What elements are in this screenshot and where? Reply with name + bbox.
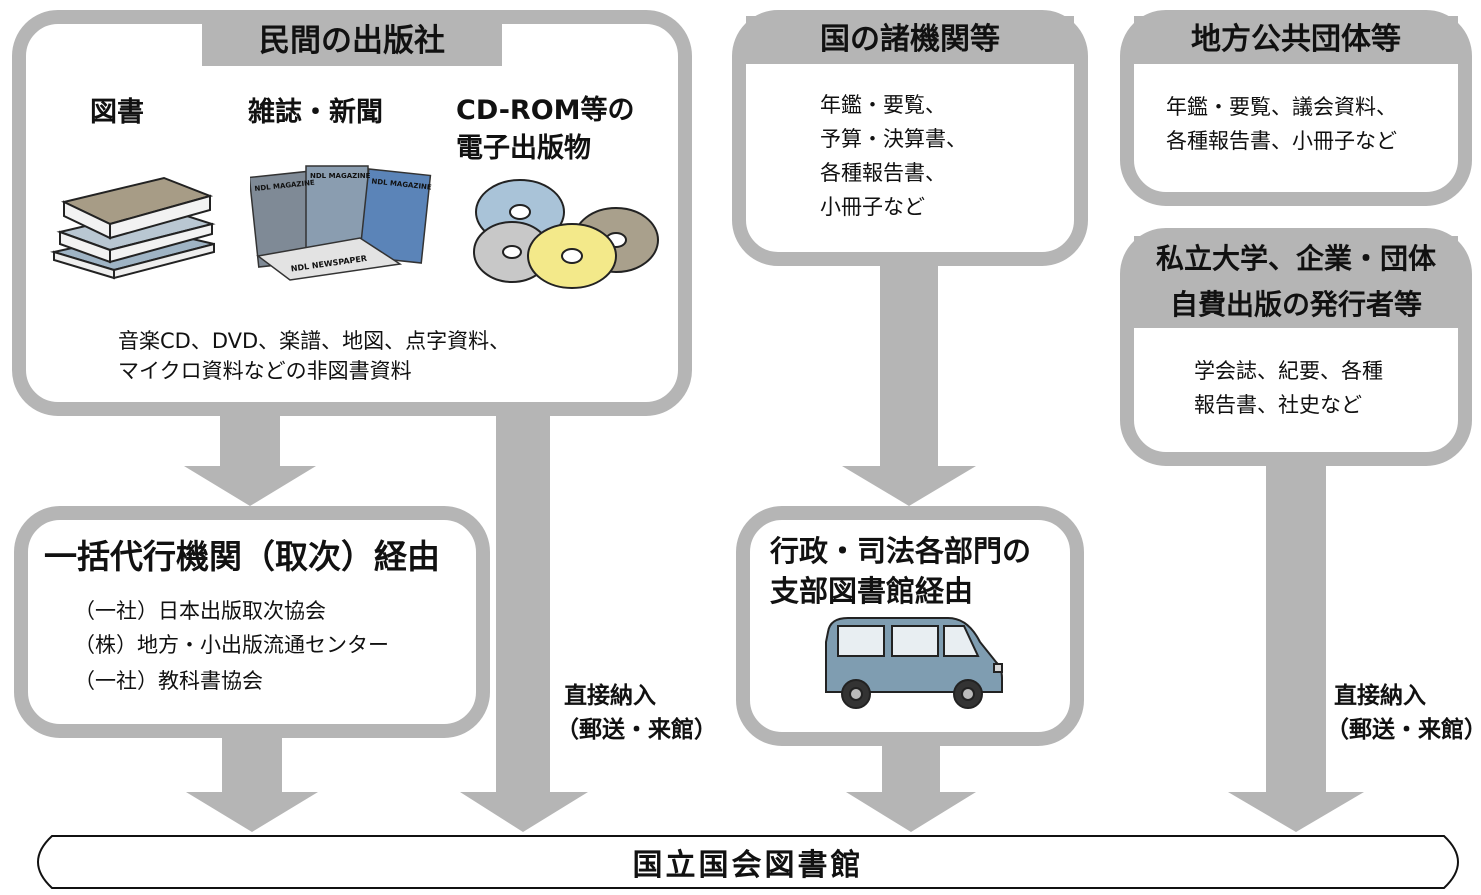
arrow-distributor-to-library <box>186 735 318 832</box>
distributor-box <box>14 506 490 738</box>
direct-delivery-sub-left: （郵送・来館） <box>556 717 717 743</box>
local-governments-item: 各種報告書、小冊子など <box>1166 129 1397 153</box>
local-governments-item: 年鑑・要覧、議会資料、 <box>1166 95 1397 119</box>
magazines-illustration: NDL MAGAZINE NDL MAGAZINE NDL MAGAZINE N… <box>250 165 432 281</box>
national-agencies-title: 国の諸機関等 <box>746 16 1074 64</box>
destination-frame <box>37 835 1459 889</box>
arrow-private-direct <box>1228 462 1364 832</box>
cdrom-label-2: 電子出版物 <box>456 133 591 164</box>
private-orgs-item: 報告書、社史など <box>1194 393 1362 417</box>
arrow-publishers-to-distributor <box>184 410 316 506</box>
nonbook-materials-line2: マイクロ資料などの非図書資料 <box>118 359 412 383</box>
destination-label: 国立国会図書館 <box>632 848 864 883</box>
arrow-branch-to-library <box>846 740 976 832</box>
arrow-agencies-to-branch <box>842 262 976 506</box>
books-label: 図書 <box>90 97 144 128</box>
branch-libraries-title-1: 行政・司法各部門の <box>770 534 1032 568</box>
cd-discs-illustration <box>473 179 659 289</box>
private-orgs-title-1: 私立大学、企業・団体 <box>1134 236 1458 282</box>
distributor-item: （一社）日本出版取次協会 <box>74 599 326 623</box>
private-orgs-title-2: 自費出版の発行者等 <box>1134 282 1458 328</box>
magazine-label-middle: NDL MAGAZINE <box>310 172 371 180</box>
books-illustration <box>50 176 216 280</box>
private-orgs-item: 学会誌、紀要、各種 <box>1194 359 1383 383</box>
branch-libraries-title-2: 支部図書館経由 <box>770 574 974 608</box>
distributor-title: 一括代行機関（取次）経由 <box>44 537 440 576</box>
publishers-title: 民間の出版社 <box>202 16 502 66</box>
cdrom-label-1: CD-ROM等の <box>456 95 635 126</box>
magazines-label: 雑誌・新聞 <box>248 97 383 128</box>
direct-delivery-label-right: 直接納入 <box>1334 683 1426 709</box>
national-agencies-item: 予算・決算書、 <box>820 127 967 151</box>
national-agencies-item: 各種報告書、 <box>820 161 946 185</box>
van-illustration <box>825 617 1003 709</box>
nonbook-materials-line1: 音楽CD、DVD、楽譜、地図、点字資料、 <box>118 329 511 353</box>
direct-delivery-label-left: 直接納入 <box>564 683 656 709</box>
national-agencies-item: 年鑑・要覧、 <box>820 93 946 117</box>
local-governments-title: 地方公共団体等 <box>1134 16 1458 64</box>
arrow-publishers-direct <box>460 400 588 832</box>
direct-delivery-sub-right: （郵送・来館） <box>1326 717 1481 743</box>
distributor-item: （一社）教科書協会 <box>74 669 263 693</box>
national-agencies-item: 小冊子など <box>820 195 925 219</box>
distributor-item: （株）地方・小出版流通センター <box>74 633 389 657</box>
